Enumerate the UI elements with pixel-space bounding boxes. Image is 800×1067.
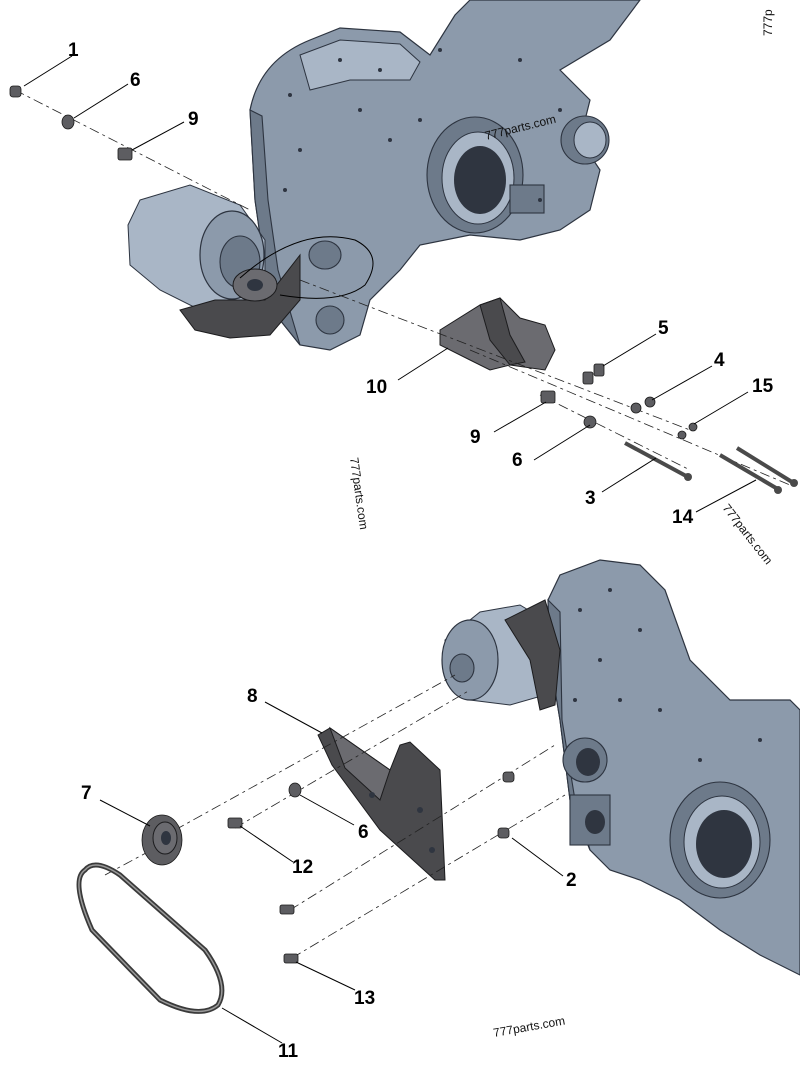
alignment-line bbox=[469, 349, 791, 486]
upper-gear-housing bbox=[249, 0, 641, 351]
upper-alternator bbox=[127, 184, 374, 339]
watermark-top-right: 777p bbox=[761, 9, 775, 36]
mounting-plate bbox=[317, 726, 446, 881]
lower-alternator bbox=[441, 599, 561, 711]
long-bolt-part bbox=[624, 441, 692, 481]
callout-label-10: 10 bbox=[366, 377, 387, 398]
watermark-bottom: 777parts.com bbox=[492, 1014, 566, 1040]
alignment-line bbox=[174, 674, 456, 831]
drive-belt-part bbox=[76, 862, 225, 1014]
leader-lines bbox=[23, 55, 757, 1044]
bolt-part bbox=[283, 953, 299, 964]
bolt-part bbox=[227, 817, 243, 829]
alignment-line bbox=[234, 689, 471, 829]
callout-label-6: 6 bbox=[358, 822, 369, 843]
callout-label-11: 11 bbox=[278, 1041, 299, 1062]
callout-label-13: 13 bbox=[354, 988, 375, 1009]
nut-part bbox=[9, 85, 22, 98]
lower-gear-housing bbox=[547, 559, 800, 976]
callout-label-9: 9 bbox=[470, 427, 481, 448]
callout-label-6: 6 bbox=[130, 70, 141, 91]
alignment-line bbox=[299, 279, 691, 431]
bolt-part bbox=[117, 147, 133, 161]
callout-label-1: 1 bbox=[68, 40, 79, 61]
long-bolt-part bbox=[718, 453, 782, 494]
callout-label-8: 8 bbox=[247, 686, 258, 707]
callout-label-9: 9 bbox=[188, 109, 199, 130]
watermark-left-vertical: 777parts.com bbox=[347, 456, 371, 530]
long-bolt-part bbox=[735, 446, 798, 487]
washer-part bbox=[630, 396, 656, 414]
alignment-line bbox=[104, 839, 171, 876]
washer-part bbox=[61, 114, 75, 130]
pulley-part bbox=[141, 814, 183, 866]
washer-part bbox=[583, 415, 597, 429]
callout-label-7: 7 bbox=[81, 783, 92, 804]
nut-part bbox=[497, 771, 515, 839]
callout-label-12: 12 bbox=[292, 857, 313, 878]
callout-label-2: 2 bbox=[566, 870, 577, 891]
bolt-part bbox=[540, 390, 556, 404]
washer-part bbox=[677, 422, 698, 440]
upper-bracket bbox=[439, 297, 556, 371]
callout-label-14: 14 bbox=[672, 507, 694, 528]
callout-label-6: 6 bbox=[512, 450, 523, 471]
spacer-part bbox=[582, 363, 605, 385]
alignment-line bbox=[539, 394, 691, 471]
washer-part bbox=[288, 782, 302, 798]
callout-label-3: 3 bbox=[585, 488, 596, 509]
callout-label-15: 15 bbox=[752, 376, 774, 397]
callout-label-4: 4 bbox=[714, 350, 725, 371]
bolt-part bbox=[279, 904, 295, 915]
callout-label-5: 5 bbox=[658, 318, 669, 339]
watermark-right-diagonal: 777parts.com bbox=[720, 501, 776, 567]
